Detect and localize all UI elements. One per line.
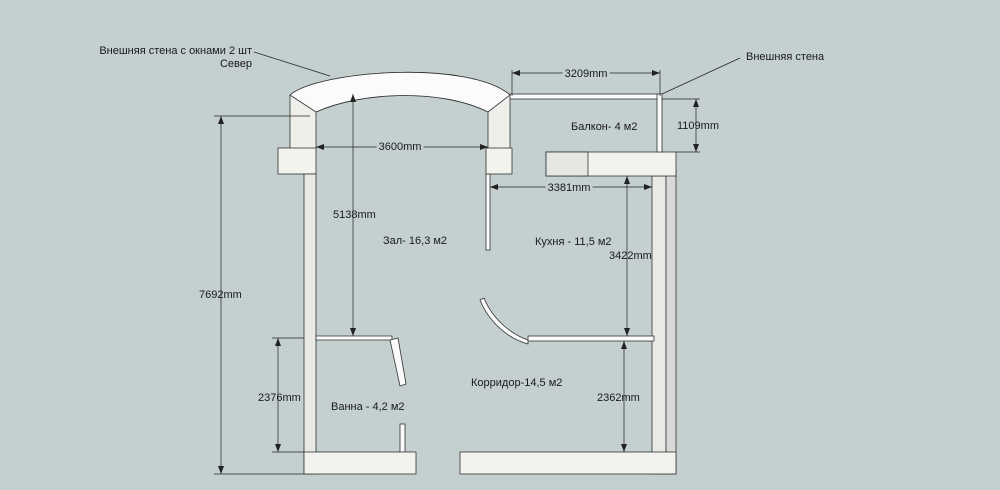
east-wall-side	[665, 169, 677, 475]
kitchen-length-label: 3422mm	[609, 250, 652, 262]
arrow	[621, 444, 627, 452]
right-window-block	[485, 147, 513, 175]
north-wall-leader	[253, 51, 331, 77]
arrow	[693, 144, 699, 152]
corridor-length-label: 2362mm	[597, 392, 640, 404]
east-wall	[651, 175, 667, 475]
kitchen-door-arc	[479, 297, 529, 345]
north-wall-annotation: Внешняя стена с окнами 2 шт Север	[60, 45, 252, 71]
left-window-block	[277, 147, 317, 175]
arrow	[693, 99, 699, 107]
balcony-side-rail	[656, 93, 663, 153]
room-label-kitchen: Кухня - 11,5 м2	[535, 236, 612, 248]
arrow	[512, 70, 520, 76]
bath-door-stub	[399, 423, 406, 455]
room-label-balcony: Балкон- 4 м2	[571, 121, 638, 133]
arrow	[275, 338, 281, 346]
north-wall-annotation-line2: Север	[219, 58, 252, 70]
bath-door	[389, 337, 407, 387]
bath-top-partition	[315, 335, 393, 341]
hall-width-label: 3600mm	[376, 141, 424, 154]
kitchen-width-label: 3381mm	[545, 182, 593, 195]
arrow	[350, 94, 356, 102]
outer-wall-leader	[661, 57, 741, 95]
hall-kitchen-partition	[485, 173, 491, 251]
arrow	[350, 328, 356, 336]
total-length-label: 7692mm	[199, 289, 242, 301]
room-label-bathroom: Ванна - 4,2 м2	[331, 401, 405, 413]
arrow	[621, 341, 627, 349]
arrow	[490, 184, 498, 190]
room-label-hall: Зал- 16,3 м2	[383, 235, 448, 247]
north-wall-annotation-line1: Внешняя стена с окнами 2 шт	[99, 45, 252, 57]
arrow	[218, 466, 224, 474]
arrow	[275, 444, 281, 452]
arrow-heads	[218, 70, 699, 474]
arrow	[316, 144, 324, 150]
arrow	[624, 176, 630, 184]
room-label-corridor: Корридор-14,5 м2	[471, 377, 563, 389]
kitchen-north-wall-step	[545, 151, 589, 177]
bath-length-label: 2376mm	[258, 392, 301, 404]
balcony-rail	[509, 93, 661, 100]
walls	[277, 71, 677, 475]
outer-wall-annotation: Внешняя стена	[746, 51, 825, 63]
arrow	[644, 184, 652, 190]
south-wall-left	[303, 451, 417, 475]
kitchen-south-partition	[527, 335, 655, 342]
arrow	[652, 70, 660, 76]
west-wall	[303, 173, 317, 475]
balcony-width-label: 3209mm	[562, 68, 610, 81]
balcony-depth-label: 1109mm	[677, 120, 719, 132]
south-wall-right	[459, 451, 677, 475]
arrow	[480, 144, 488, 150]
hall-length-label: 5138mm	[333, 209, 376, 221]
arrow	[624, 328, 630, 336]
arrow	[218, 116, 224, 124]
north-arch-wall-top	[289, 71, 511, 113]
